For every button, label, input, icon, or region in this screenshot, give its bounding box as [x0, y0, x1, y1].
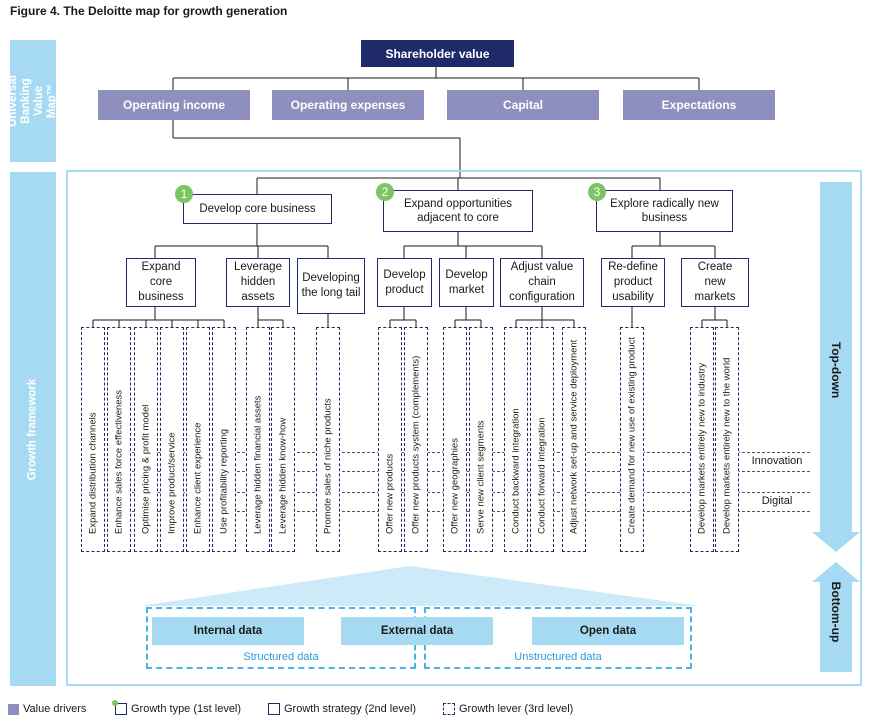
lever: Leverage hidden financial assets — [246, 327, 270, 552]
lever: Adjust network set-up and service deploy… — [562, 327, 586, 552]
strategy-create-new-markets: Create new markets — [681, 258, 749, 307]
lever: Conduct forward integration — [530, 327, 554, 552]
growth-type-3-label: Explore radically new business — [610, 198, 719, 224]
lever: Promote sales of niche products — [316, 327, 340, 552]
lever: Create demand for new use of existing pr… — [620, 327, 644, 552]
lever: Enhance client experience — [186, 327, 210, 552]
lever: Use profitability reporting — [212, 327, 236, 552]
lever: Offer new products system (complements) — [404, 327, 428, 552]
direction-arrows — [812, 182, 860, 672]
growth-type-1-badge: 1 — [175, 185, 193, 203]
digital-label: Digital — [744, 493, 810, 509]
growth-type-2-label: Expand opportunities adjacent to core — [403, 198, 513, 224]
bottom-up-triangle — [140, 566, 700, 606]
legend-growth-strategy: Growth strategy (2nd level) — [268, 703, 416, 715]
strategy-develop-market: Develop market — [439, 258, 494, 307]
growth-type-2-box: Expand opportunities adjacent to core — [383, 190, 533, 232]
shareholder-value-box: Shareholder value — [361, 40, 514, 67]
lever: Enhance sales force effectiveness — [107, 327, 131, 552]
growth-type-1-box: Develop core business — [183, 194, 332, 224]
legend-swatch-growth-type — [112, 700, 127, 715]
unstructured-data-label: Unstructured data — [514, 651, 602, 663]
open-data-box: Open data — [532, 617, 684, 645]
strategy-develop-product: Develop product — [377, 258, 432, 307]
legend-swatch-growth-strategy — [268, 703, 280, 715]
structured-data-label: Structured data — [243, 651, 319, 663]
lever: Serve new client segments — [469, 327, 493, 552]
lever: Offer new products — [378, 327, 402, 552]
growth-framework-side-label: Growth framework — [10, 172, 56, 686]
strategy-adjust-value-chain: Adjust value chain configuration — [500, 258, 584, 307]
external-data-box: External data — [341, 617, 493, 645]
driver-operating-income: Operating income — [98, 90, 250, 120]
lever: Offer new geographies — [443, 327, 467, 552]
value-map-side-label: Universal Banking Value Map™ — [7, 40, 58, 162]
legend-value-drivers: Value drivers — [8, 703, 86, 715]
legend-growth-lever: Growth lever (3rd level) — [443, 703, 573, 715]
strategy-expand-core-business: Expand core business — [126, 258, 196, 307]
lever: Improve product/service — [160, 327, 184, 552]
strategy-developing-long-tail: Developing the long tail — [297, 258, 365, 314]
strategy-redefine-product-usability: Re-define product usability — [601, 258, 665, 307]
growth-type-1-label: Develop core business — [199, 203, 316, 215]
lever: Conduct backward integration — [504, 327, 528, 552]
growth-type-3-badge: 3 — [588, 183, 606, 201]
legend-swatch-growth-lever — [443, 703, 455, 715]
lever: Expand distribution channels — [81, 327, 105, 552]
driver-operating-expenses: Operating expenses — [272, 90, 424, 120]
driver-capital: Capital — [447, 90, 599, 120]
driver-expectations: Expectations — [623, 90, 775, 120]
internal-data-box: Internal data — [152, 617, 304, 645]
top-down-label: Top-down — [829, 341, 843, 399]
lever: Leverage hidden know-how — [271, 327, 295, 552]
bottom-up-label: Bottom-up — [829, 581, 843, 643]
legend-growth-type: Growth type (1st level) — [112, 700, 241, 715]
legend-swatch-value-drivers — [8, 703, 19, 715]
lever: Optimise pricing & profit model — [134, 327, 158, 552]
growth-type-2-badge: 2 — [376, 183, 394, 201]
innovation-label: Innovation — [744, 453, 810, 469]
growth-type-3-box: Explore radically new business — [596, 190, 733, 232]
figure-title: Figure 4. The Deloitte map for growth ge… — [10, 4, 288, 18]
growth-framework-frame — [66, 170, 862, 686]
lever: Develop markets entirely new to industry — [690, 327, 714, 552]
lever: Develop markets entirely new to the worl… — [715, 327, 739, 552]
strategy-leverage-hidden-assets: Leverage hidden assets — [226, 258, 290, 307]
